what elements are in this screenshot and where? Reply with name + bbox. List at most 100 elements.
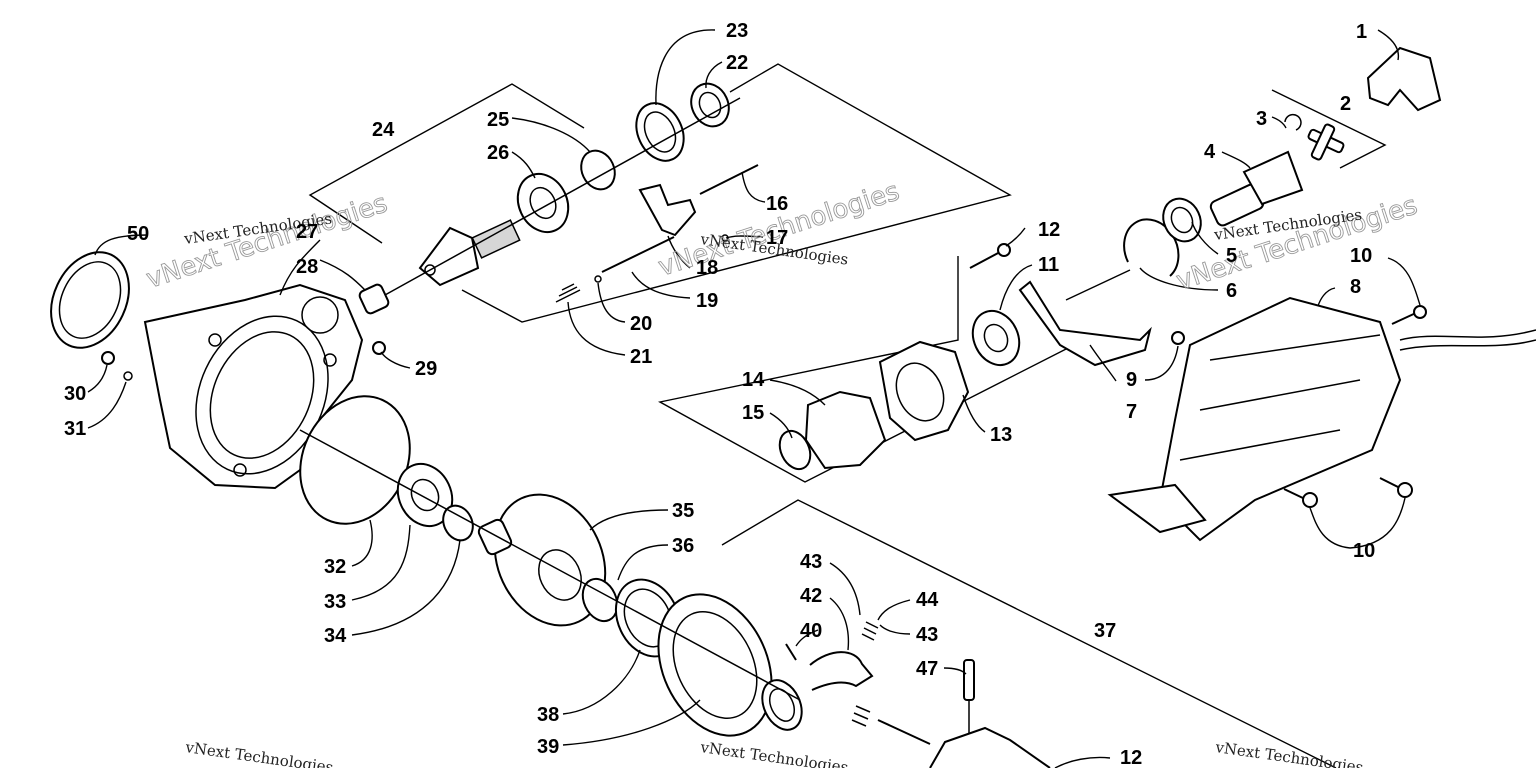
shift-housing-8 bbox=[1107, 296, 1536, 542]
spring-lower bbox=[851, 705, 871, 727]
callout-29: 29 bbox=[415, 358, 437, 380]
callout-10b: 10 bbox=[1353, 540, 1375, 562]
callout-15: 15 bbox=[742, 402, 764, 424]
callout-44: 44 bbox=[916, 589, 939, 611]
callout-24: 24 bbox=[372, 119, 395, 141]
callout-37: 37 bbox=[1094, 620, 1116, 642]
callout-7: 7 bbox=[1126, 401, 1137, 423]
bracket-24-lower bbox=[461, 63, 1012, 323]
callout-36: 36 bbox=[672, 535, 694, 557]
bearing-11 bbox=[971, 309, 1021, 367]
bearing-28 bbox=[358, 283, 390, 315]
shim-34 bbox=[442, 504, 474, 542]
bracket-plate-7 bbox=[1018, 280, 1152, 367]
spring-44 bbox=[861, 621, 879, 641]
pin-40 bbox=[785, 643, 797, 661]
snap-ring-15 bbox=[778, 429, 812, 471]
callout-8: 8 bbox=[1350, 276, 1361, 298]
callout-30: 30 bbox=[64, 383, 86, 405]
bearing-23 bbox=[635, 102, 685, 162]
callout-12a: 12 bbox=[1038, 219, 1060, 241]
bracket-14-13 bbox=[658, 256, 1073, 483]
callout-43a: 43 bbox=[800, 551, 822, 573]
callout-21: 21 bbox=[630, 346, 652, 368]
shaft-lower bbox=[877, 719, 931, 745]
callout-18: 18 bbox=[696, 257, 718, 279]
shim-36 bbox=[581, 577, 619, 623]
callout-9: 9 bbox=[1126, 369, 1137, 391]
watermark-small-6: vNext Technologies bbox=[1213, 738, 1364, 768]
callout-42: 42 bbox=[800, 585, 822, 607]
callout-28: 28 bbox=[296, 256, 318, 278]
bearing-33 bbox=[396, 462, 454, 528]
callout-4: 4 bbox=[1204, 141, 1216, 163]
bearing-housing-13 bbox=[878, 340, 970, 442]
callout-43b: 43 bbox=[916, 624, 938, 646]
callout-6: 6 bbox=[1226, 280, 1237, 302]
bolt-12-upper bbox=[969, 243, 1011, 269]
cover-39 bbox=[657, 593, 773, 737]
callout-47: 47 bbox=[916, 658, 938, 680]
lower-housing bbox=[929, 726, 1051, 768]
watermark-small-4: vNext Technologies bbox=[183, 738, 334, 768]
callout-35: 35 bbox=[672, 500, 694, 522]
parts bbox=[50, 46, 1536, 768]
callout-17: 17 bbox=[766, 227, 788, 249]
yoke-flange-1 bbox=[1366, 46, 1442, 112]
bracket-37 bbox=[721, 499, 1337, 768]
bolts-10 bbox=[1283, 305, 1427, 508]
callout-23: 23 bbox=[726, 20, 748, 42]
callout-3: 3 bbox=[1256, 108, 1267, 130]
differential-axis bbox=[299, 429, 801, 701]
callout-20: 20 bbox=[630, 313, 652, 335]
u-joint-3 bbox=[1284, 113, 1345, 161]
needle-bearing bbox=[761, 679, 803, 731]
seal-50 bbox=[50, 251, 130, 349]
plug-29 bbox=[372, 341, 386, 355]
bracket-2 bbox=[1271, 89, 1387, 169]
circlip-6 bbox=[1123, 218, 1180, 277]
bearing-26 bbox=[516, 172, 570, 234]
callout-26: 26 bbox=[487, 142, 509, 164]
callout-25: 25 bbox=[487, 109, 509, 131]
group-brackets bbox=[308, 63, 1387, 768]
callout-1: 1 bbox=[1356, 21, 1367, 43]
pinion-axis bbox=[384, 97, 741, 296]
yoke-shaft-4 bbox=[1209, 150, 1304, 227]
shift-fork-assembly bbox=[555, 164, 759, 303]
callout-11: 11 bbox=[1038, 254, 1059, 276]
callout-22: 22 bbox=[726, 52, 748, 74]
o-ring-9 bbox=[1171, 331, 1185, 345]
bracket-7 bbox=[1065, 269, 1131, 301]
callout-13: 13 bbox=[990, 424, 1012, 446]
callout-5: 5 bbox=[1226, 245, 1237, 267]
seal-22 bbox=[690, 82, 730, 128]
callout-27: 27 bbox=[296, 221, 318, 243]
callout-33: 33 bbox=[324, 591, 346, 613]
callout-16: 16 bbox=[766, 193, 788, 215]
callout-2: 2 bbox=[1340, 93, 1351, 115]
callout-19: 19 bbox=[696, 290, 718, 312]
callout-39: 39 bbox=[537, 736, 559, 758]
ring-gear-35 bbox=[477, 493, 607, 627]
callout-32: 32 bbox=[324, 556, 346, 578]
callout-12b: 12 bbox=[1120, 747, 1142, 768]
callout-31: 31 bbox=[64, 418, 86, 440]
callout-34: 34 bbox=[324, 625, 347, 647]
callout-labels: 1 2 3 4 5 6 7 8 9 10 10 11 12 12 13 14 1… bbox=[64, 20, 1375, 768]
bolt-30 bbox=[101, 351, 133, 381]
leader-lines bbox=[87, 29, 1421, 768]
watermark-small-5: vNext Technologies bbox=[698, 738, 849, 768]
callout-14: 14 bbox=[742, 369, 765, 391]
callout-38: 38 bbox=[537, 704, 559, 726]
race-25 bbox=[580, 149, 616, 191]
pinion-gear bbox=[418, 219, 521, 287]
callout-10a: 10 bbox=[1350, 245, 1372, 267]
callout-50: 50 bbox=[127, 223, 149, 245]
clip-42 bbox=[809, 651, 874, 691]
seal-5 bbox=[1162, 197, 1202, 243]
gasket-14 bbox=[804, 390, 887, 470]
bracket-24 bbox=[308, 83, 585, 244]
callout-40: 40 bbox=[800, 620, 822, 642]
